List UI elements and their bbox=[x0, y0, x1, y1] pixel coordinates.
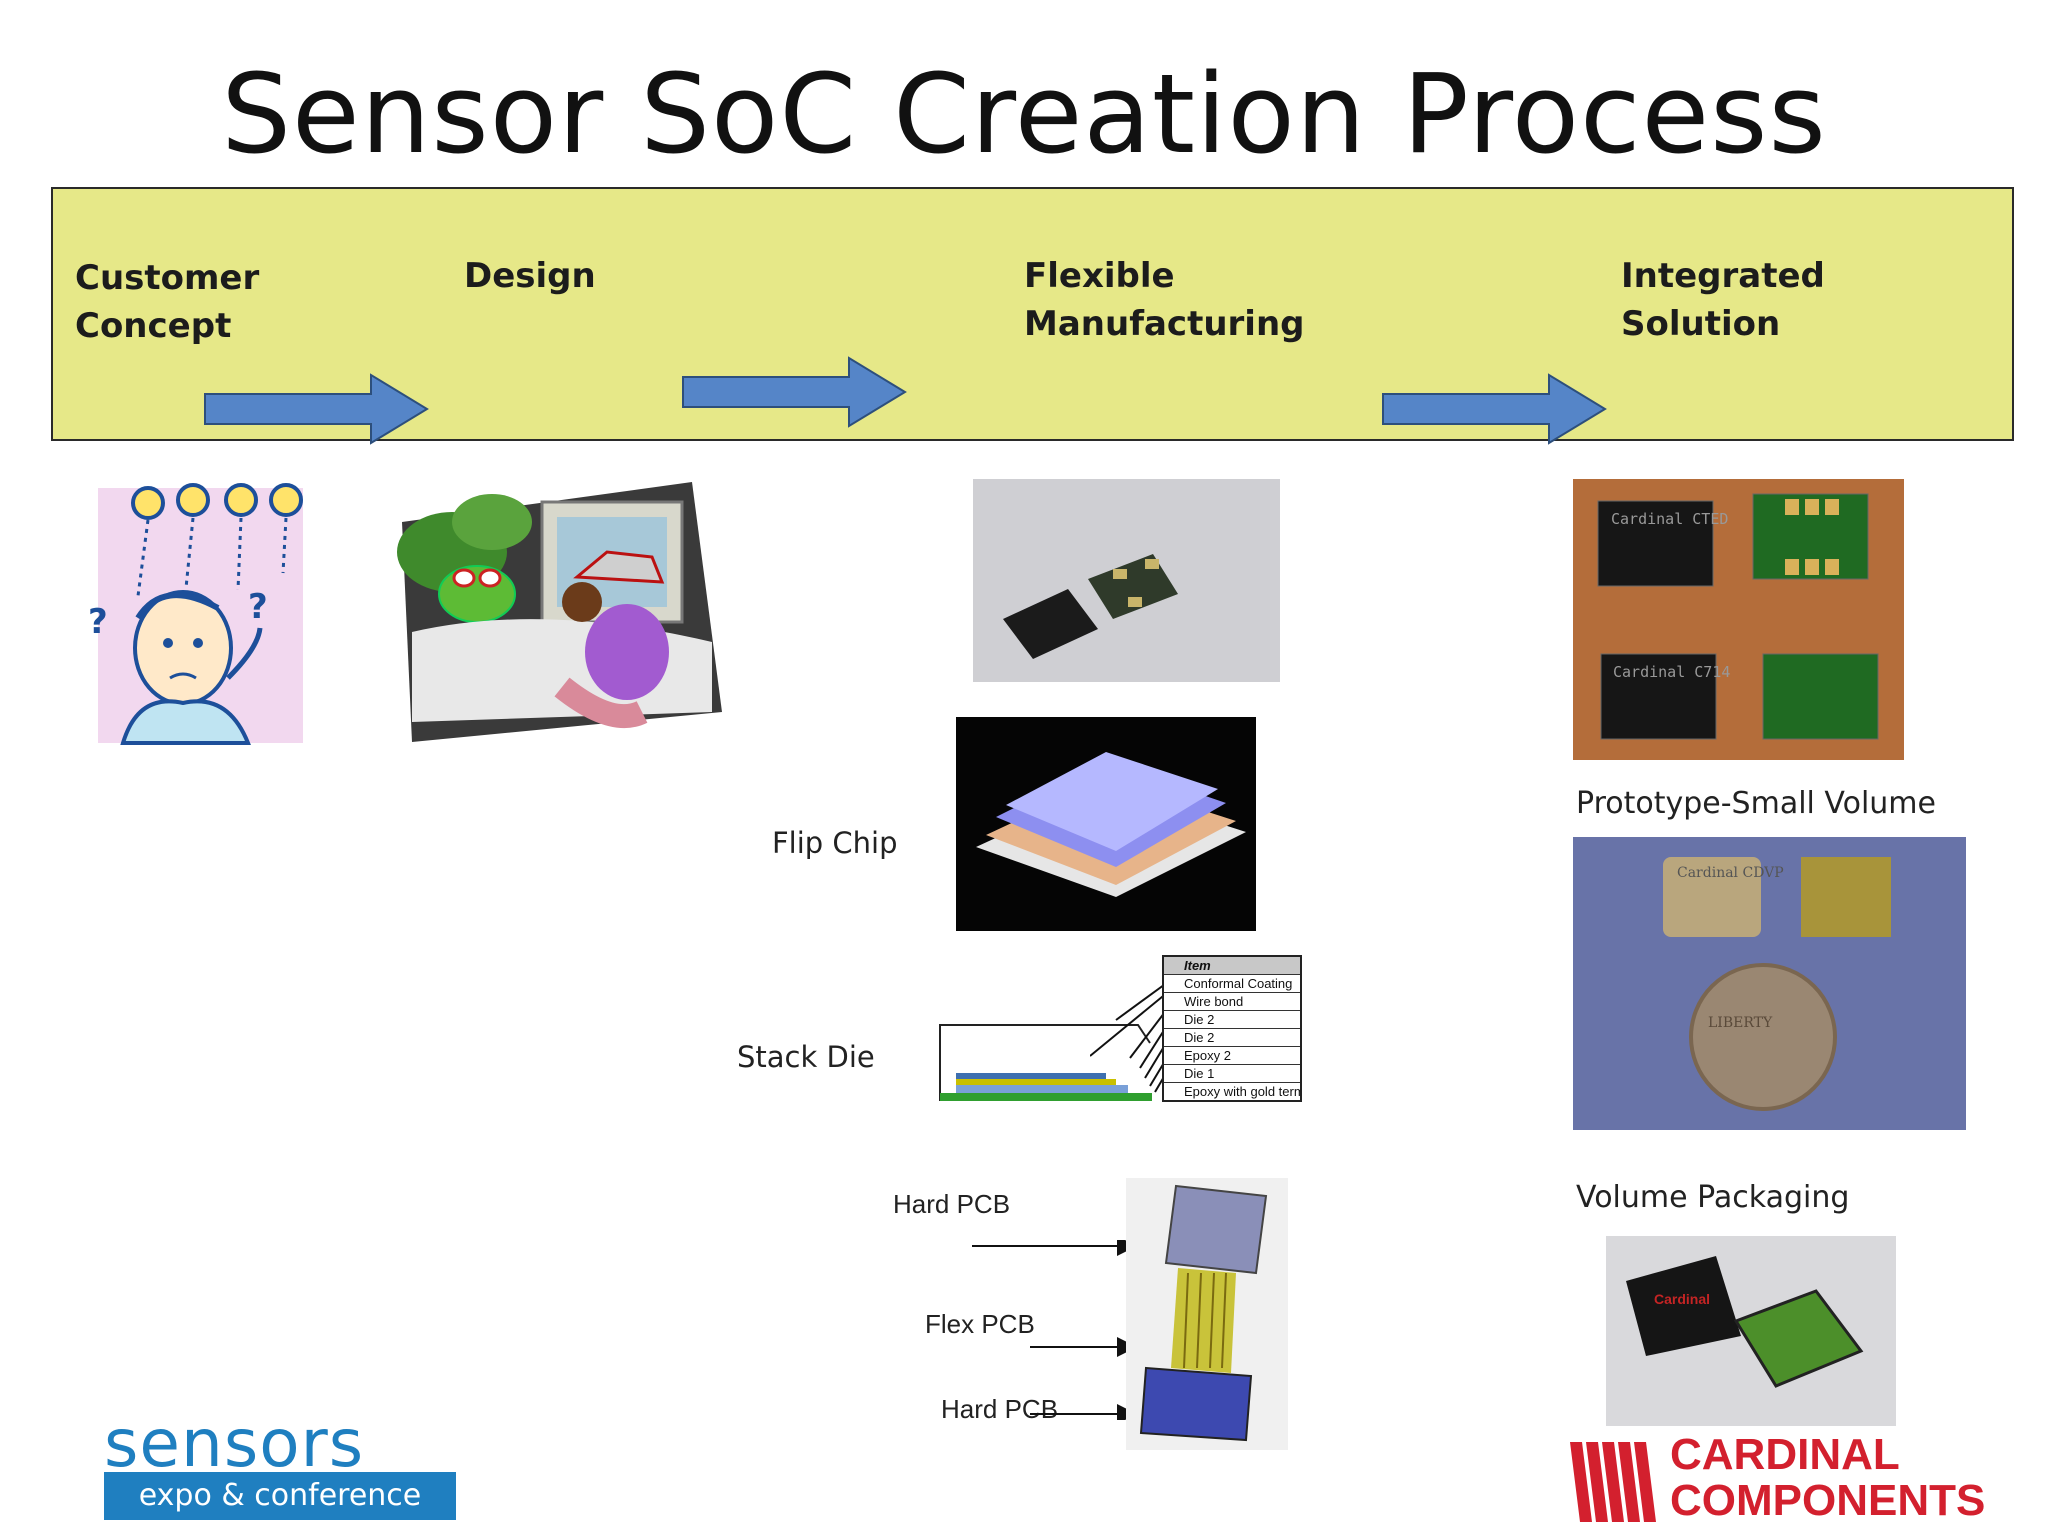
volume-package-image: Cardinal bbox=[1606, 1236, 1896, 1426]
svg-text:?: ? bbox=[248, 587, 268, 627]
svg-text:?: ? bbox=[88, 602, 108, 642]
table-header: Item bbox=[1164, 957, 1300, 975]
components-wordmark: COMPONENTS bbox=[1670, 1476, 1986, 1525]
sensors-expo-logo: sensors expo & conference bbox=[104, 1405, 456, 1520]
table-row: Die 1 bbox=[1164, 1065, 1300, 1083]
volume-caption: Volume Packaging bbox=[1576, 1180, 1850, 1215]
stage-label: Solution bbox=[1621, 304, 1781, 344]
stage-flexible-manufacturing: Flexible Manufacturing bbox=[1024, 252, 1305, 348]
stack-die-label: Stack Die bbox=[737, 1040, 875, 1074]
cardinal-components-logo: CARDINAL COMPONENTS bbox=[1670, 1432, 2010, 1528]
stack-die-table: Item Conformal Coating Wire bond Die 2 D… bbox=[1162, 955, 1302, 1102]
sensors-subtitle: expo & conference bbox=[104, 1472, 456, 1520]
hard-pcb-label: Hard PCB bbox=[941, 1394, 1059, 1424]
prototype-components-image: Cardinal CTED Cardinal C714 bbox=[1573, 479, 1904, 760]
flip-chip-image bbox=[956, 717, 1256, 931]
designer-at-computer-clipart bbox=[392, 482, 728, 747]
rigid-flex-pcb-image bbox=[1126, 1178, 1288, 1450]
stack-die-callout-lines bbox=[1089, 978, 1170, 1103]
right-arrow-icon bbox=[203, 373, 429, 445]
table-row: Conformal Coating bbox=[1164, 975, 1300, 993]
stage-label: Manufacturing bbox=[1024, 304, 1305, 344]
table-row: Die 2 bbox=[1164, 1029, 1300, 1047]
sensors-wordmark: sensors bbox=[104, 1405, 365, 1482]
chip-marking: Cardinal C714 bbox=[1613, 663, 1730, 681]
flip-chip-label: Flip Chip bbox=[772, 826, 898, 860]
cardinal-stripes-icon bbox=[1570, 1432, 1666, 1522]
flex-pcb-label: Flex PCB bbox=[925, 1309, 1035, 1339]
hard-pcb-label: Hard PCB bbox=[893, 1189, 1011, 1219]
chip-marking: Cardinal CTED bbox=[1611, 510, 1728, 528]
stage-integrated-solution: Integrated Solution bbox=[1621, 252, 1825, 348]
stage-label: Concept bbox=[75, 306, 232, 346]
chip-marking: Cardinal CDVP bbox=[1677, 865, 1784, 881]
table-row: Epoxy 2 bbox=[1164, 1047, 1300, 1065]
table-row: Wire bond bbox=[1164, 993, 1300, 1011]
prototype-caption: Prototype-Small Volume bbox=[1576, 786, 1936, 821]
chip-photo-image bbox=[973, 479, 1280, 682]
stack-die-diagram bbox=[938, 1023, 1153, 1108]
stage-customer-concept: Customer Concept bbox=[75, 254, 259, 350]
stage-label: Integrated bbox=[1621, 256, 1825, 296]
right-arrow-icon bbox=[681, 356, 907, 428]
volume-components-with-coin-image: Cardinal CDVP LIBERTY bbox=[1573, 837, 1966, 1130]
slide-title: Sensor SoC Creation Process bbox=[221, 50, 1827, 178]
pcb-pointer-arrows bbox=[970, 1236, 1140, 1425]
thinking-person-clipart: ? ? bbox=[78, 478, 318, 755]
stage-label: Design bbox=[464, 256, 596, 296]
stage-label: Flexible bbox=[1024, 256, 1175, 296]
stage-design: Design bbox=[464, 252, 596, 300]
chip-marking: Cardinal bbox=[1654, 1291, 1710, 1307]
table-row: Die 2 bbox=[1164, 1011, 1300, 1029]
stage-label: Customer bbox=[75, 258, 260, 298]
coin-marking: LIBERTY bbox=[1708, 1015, 1773, 1031]
cardinal-wordmark: CARDINAL bbox=[1670, 1430, 1900, 1479]
right-arrow-icon bbox=[1381, 373, 1607, 445]
table-row: Epoxy with gold termination bbox=[1184, 1084, 1300, 1099]
